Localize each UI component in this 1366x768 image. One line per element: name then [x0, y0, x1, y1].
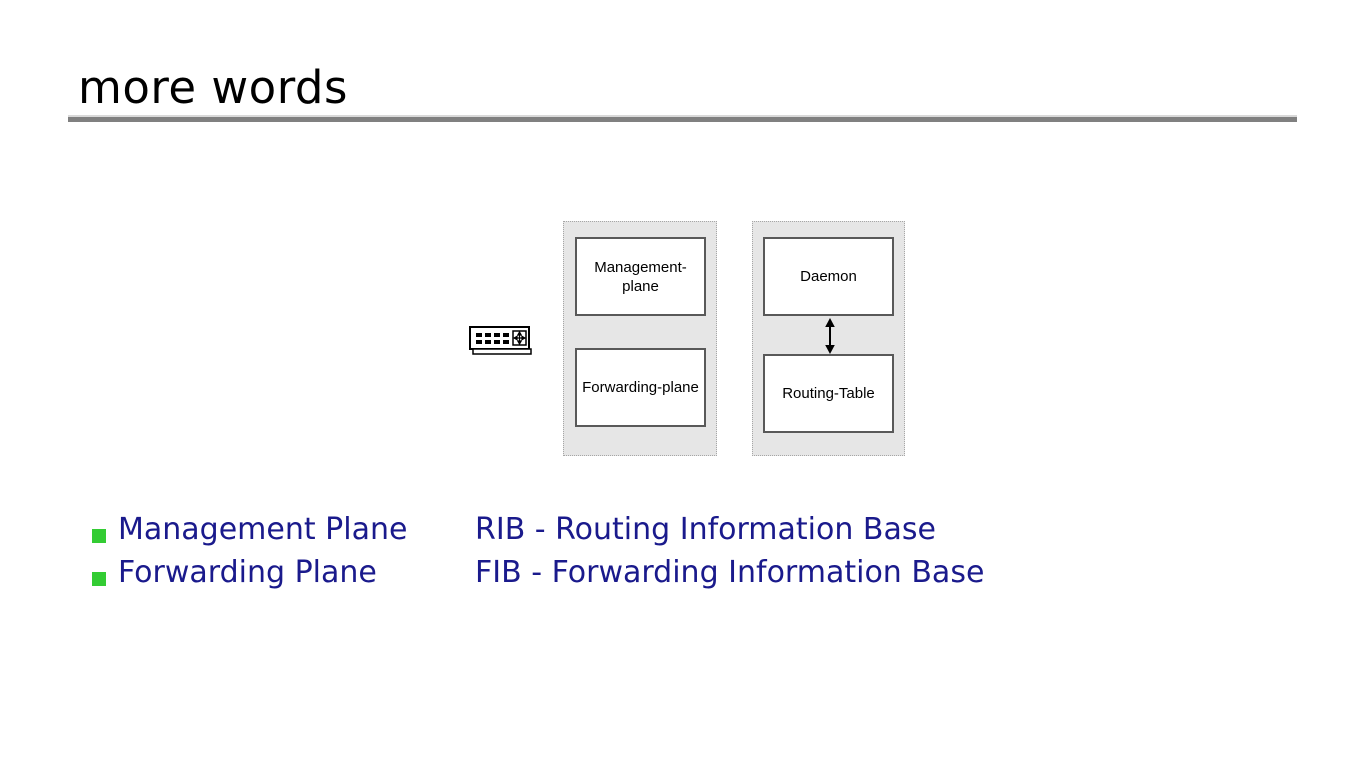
bullet-label: Forwarding Plane: [118, 555, 377, 590]
node-routing-table: Routing-Table: [763, 354, 894, 433]
bullet-forwarding-plane: Forwarding Plane: [92, 551, 475, 594]
content-bullet-list: Management Plane RIB - Routing Informati…: [92, 508, 1192, 594]
node-forwarding-plane: Forwarding-plane: [575, 348, 706, 427]
title-underline-rule: [68, 117, 1297, 122]
expansion-label: RIB - Routing Information Base: [475, 512, 936, 547]
expansion-label: FIB - Forwarding Information Base: [475, 555, 985, 590]
node-daemon: Daemon: [763, 237, 894, 316]
bullet-label: Management Plane: [118, 512, 408, 547]
list-item: Management Plane RIB - Routing Informati…: [92, 508, 1192, 551]
square-bullet-icon: [92, 528, 106, 543]
page-title: more words: [78, 61, 348, 114]
square-bullet-icon: [92, 571, 106, 586]
expansion-fib: FIB - Forwarding Information Base: [475, 551, 984, 594]
list-item: Forwarding Plane FIB - Forwarding Inform…: [92, 551, 1192, 594]
double-arrow-icon: [823, 318, 837, 354]
expansion-rib: RIB - Routing Information Base: [475, 508, 936, 551]
bullet-management-plane: Management Plane: [92, 508, 475, 551]
node-management-plane: Management-plane: [575, 237, 706, 316]
router-switch-icon: [469, 326, 533, 358]
panel-device-planes: Management-plane Forwarding-plane: [563, 221, 717, 456]
panel-control-plane: Daemon Routing-Table: [752, 221, 905, 456]
